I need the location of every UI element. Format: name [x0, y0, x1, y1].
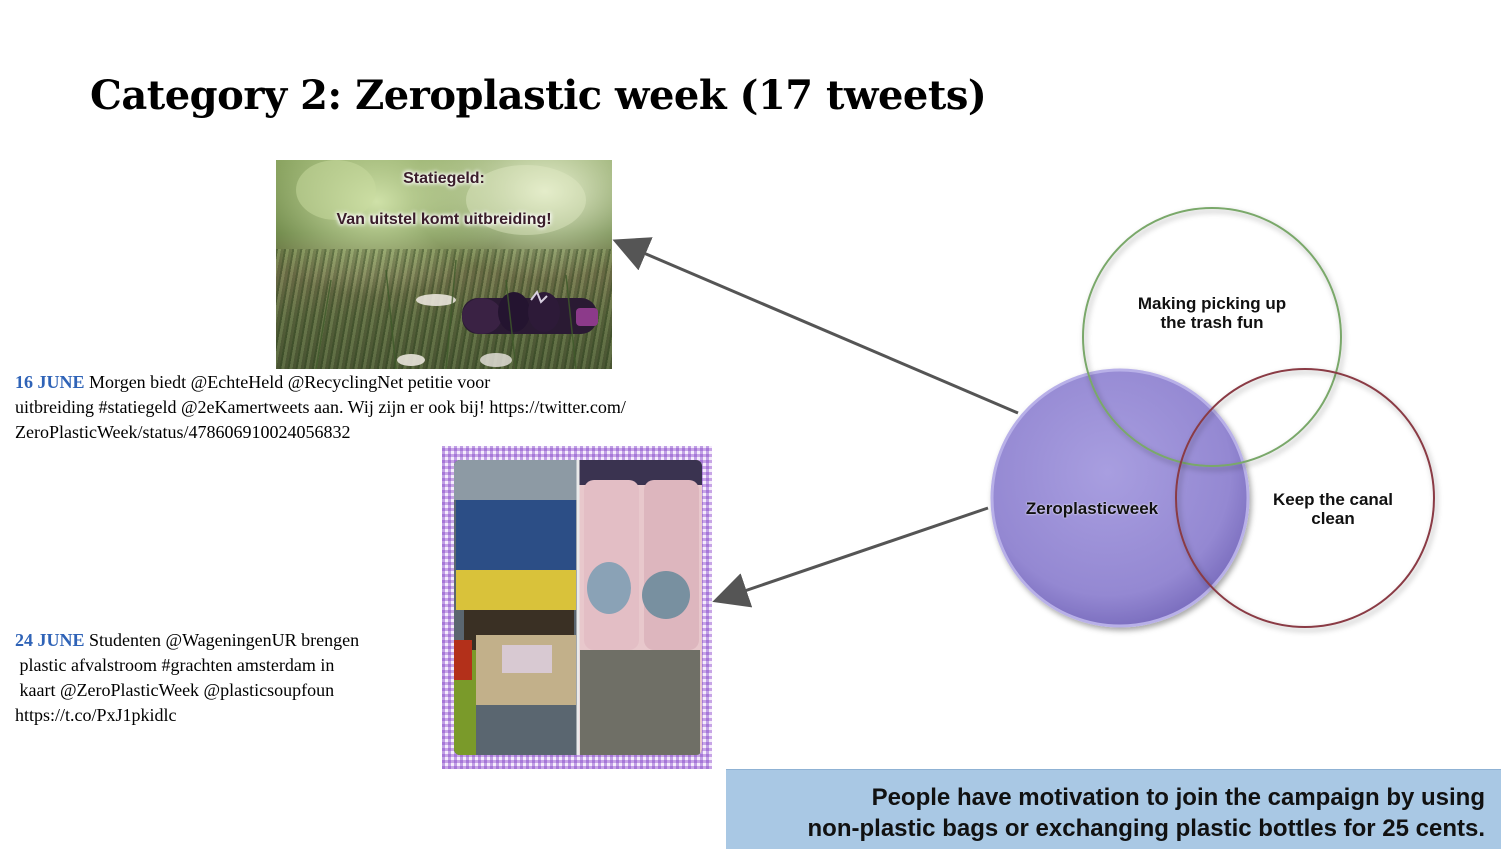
conclusion-box: People have motivation to join the campa… [726, 769, 1501, 849]
venn-label-top: Making picking up the trash fun [1112, 294, 1312, 332]
venn-label-right-line2: clean [1311, 509, 1355, 528]
collage-inner [454, 460, 702, 755]
venn-label-top-line2: the trash fun [1160, 313, 1264, 332]
conclusion-line1: People have motivation to join the campa… [871, 784, 1485, 811]
venn-label-right-line1: Keep the canal [1273, 490, 1393, 509]
venn-circle-center [990, 368, 1250, 628]
tweet-text-line: Morgen biedt @EchteHeld @RecyclingNet pe… [89, 372, 491, 392]
arrow-to-photo1 [612, 237, 1019, 415]
arrow-to-photo2 [712, 506, 989, 608]
venn-label-center: Zeroplasticweek [1025, 499, 1159, 518]
tweet-text-line: kaart @ZeroPlasticWeek @plasticsoupfoun [15, 680, 335, 700]
tweet-date: 24 JUNE [15, 630, 85, 650]
tweet-text-line: https://t.co/PxJ1pkidlc [15, 705, 177, 725]
conclusion-line2: non-plastic bags or exchanging plastic b… [807, 815, 1485, 842]
tweet-text-line: uitbreiding #statiegeld @2eKamertweets a… [15, 397, 626, 417]
venn-label-top-line1: Making picking up [1137, 294, 1287, 313]
bottles-illustration [296, 160, 598, 369]
photo-caption-line2: Van uitstel komt uitbreiding! [336, 211, 552, 228]
venn-circle-top [1082, 207, 1342, 467]
tweet-text-line: ZeroPlasticWeek/status/47860691002405683… [15, 422, 351, 442]
tweet-date: 16 JUNE [15, 372, 85, 392]
statiegeld-photo: Statiegeld: Van uitstel komt uitbreiding… [276, 160, 612, 369]
venn-circle-right [1175, 368, 1435, 628]
tweet-text-line: plastic afvalstroom #grachten amsterdam … [15, 655, 335, 675]
tweet-text-line: Studenten @WageningenUR brengen [89, 630, 360, 650]
tweet-16-june: 16 JUNE Morgen biedt @EchteHeld @Recycli… [15, 370, 626, 445]
venn-label-right: Keep the canal clean [1243, 490, 1423, 528]
photo-caption-line1: Statiegeld: [403, 170, 485, 187]
collage-illustration [454, 460, 702, 755]
slide-title: Category 2: Zeroplastic week (17 tweets) [90, 72, 987, 119]
tweet-24-june: 24 JUNE Studenten @WageningenUR brengen … [15, 628, 359, 728]
train-collage-photo [442, 446, 712, 769]
